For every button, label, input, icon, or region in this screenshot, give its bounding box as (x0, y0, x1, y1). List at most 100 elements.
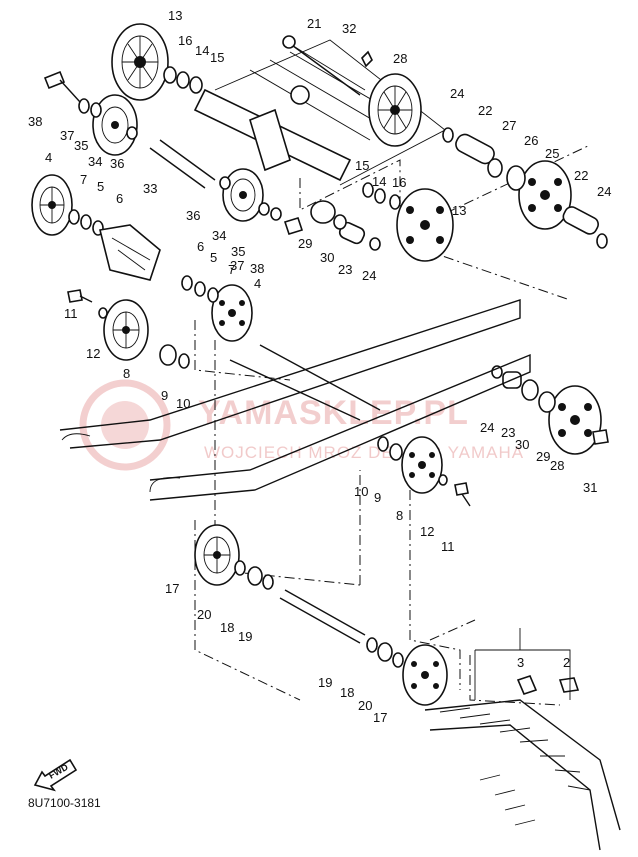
rear-arm-bracket (99, 224, 161, 281)
callout-38: 38 (250, 261, 264, 276)
callout-18: 18 (340, 685, 354, 700)
track (424, 699, 621, 851)
callout-20: 20 (197, 607, 211, 622)
callout-15: 15 (210, 50, 224, 65)
callout-24: 24 (597, 184, 611, 199)
track-upper-edge (424, 699, 621, 831)
callout-24: 24 (362, 268, 376, 283)
callout-6: 6 (197, 239, 204, 254)
front-arm-hole (290, 85, 310, 105)
bolt-11-left (67, 289, 83, 303)
callout-29: 29 (536, 449, 550, 464)
bolt-21-head (282, 35, 296, 49)
callout-32: 32 (342, 21, 356, 36)
callout-36: 36 (186, 208, 200, 223)
wheel-28-top (368, 73, 422, 147)
front-shaft-assembly (149, 35, 446, 189)
callout-20: 20 (358, 698, 372, 713)
wheel-8-left (103, 299, 149, 361)
callout-22: 22 (478, 103, 492, 118)
callout-15: 15 (355, 158, 369, 173)
callout-13: 13 (168, 8, 182, 23)
watermark-brand: YAMASKLEP.PL (198, 394, 469, 432)
callout-10: 10 (176, 396, 190, 411)
wheel-4-mid (211, 284, 253, 342)
callout-12: 12 (86, 346, 100, 361)
callout-37: 37 (60, 128, 74, 143)
watermark: YAMASKLEP.PL WOJCIECH MROZ DEALER YAMAHA (79, 379, 523, 471)
wheel-13-top (111, 23, 169, 101)
forward-arrow: FWD (33, 758, 78, 792)
callout-14: 14 (372, 174, 386, 189)
wheel-4-left (31, 174, 73, 236)
callout-34: 34 (212, 228, 226, 243)
callout-9: 9 (374, 490, 381, 505)
callout-29: 29 (298, 236, 312, 251)
callout-24: 24 (450, 86, 464, 101)
callout-10: 10 (354, 484, 368, 499)
callout-14: 14 (195, 43, 209, 58)
callout-19: 19 (238, 629, 252, 644)
callout-22: 22 (574, 168, 588, 183)
callout-23: 23 (338, 262, 352, 277)
callout-7: 7 (228, 262, 235, 277)
wheel-34-top (92, 94, 138, 156)
callout-3: 3 (517, 655, 524, 670)
callout-37: 37 (230, 258, 244, 273)
callout-25: 25 (545, 146, 559, 161)
callout-24: 24 (480, 420, 494, 435)
nut-31 (592, 429, 609, 445)
callout-30: 30 (320, 250, 334, 265)
clip-2 (558, 677, 580, 693)
bolt-11-right (454, 482, 469, 496)
small-hardware (43, 66, 609, 695)
callout-23: 23 (501, 425, 515, 440)
callout-18: 18 (220, 620, 234, 635)
callout-34: 34 (88, 154, 102, 169)
callout-4: 4 (45, 150, 52, 165)
callout-16: 16 (178, 33, 192, 48)
wheel-28-right (548, 385, 602, 455)
callout-11: 11 (64, 306, 78, 321)
lower-shaft (284, 589, 366, 636)
callout-8: 8 (123, 366, 130, 381)
watermark-logo-ring (79, 379, 171, 471)
callout-16: 16 (392, 175, 406, 190)
slide-rails (59, 299, 531, 501)
wheel-34-mid (222, 168, 264, 222)
clip-3 (516, 675, 538, 695)
wheel-17-upper (194, 524, 240, 586)
callout-28: 28 (550, 458, 564, 473)
callout-11: 11 (441, 539, 455, 554)
left-slide-rail (59, 299, 521, 449)
callout-5: 5 (97, 179, 104, 194)
callout-4: 4 (254, 276, 261, 291)
callout-31: 31 (583, 480, 597, 495)
callout-21: 21 (307, 16, 321, 31)
front-arm-block (249, 108, 291, 172)
callout-38: 38 (28, 114, 42, 129)
callout-27: 27 (502, 118, 516, 133)
callout-33: 33 (143, 181, 157, 196)
fwd-arrow-icon (33, 758, 78, 792)
shaft-33-body (159, 139, 216, 181)
callout-7: 7 (80, 172, 87, 187)
callout-9: 9 (161, 388, 168, 403)
callout-5: 5 (210, 250, 217, 265)
wheel-8-right (401, 436, 443, 494)
part-code: 8U7100-3181 (28, 796, 101, 810)
wheel-13-mid (396, 188, 454, 262)
callout-12: 12 (420, 524, 434, 539)
wheel-17-lower (402, 644, 448, 706)
rail-cross-tube (229, 344, 381, 421)
callout-17: 17 (165, 581, 179, 596)
pin-32 (361, 50, 373, 68)
callout-30: 30 (515, 437, 529, 452)
callout-28: 28 (393, 51, 407, 66)
callout-6: 6 (116, 191, 123, 206)
clip-leaders (474, 628, 571, 700)
idler-wheels (31, 23, 602, 706)
